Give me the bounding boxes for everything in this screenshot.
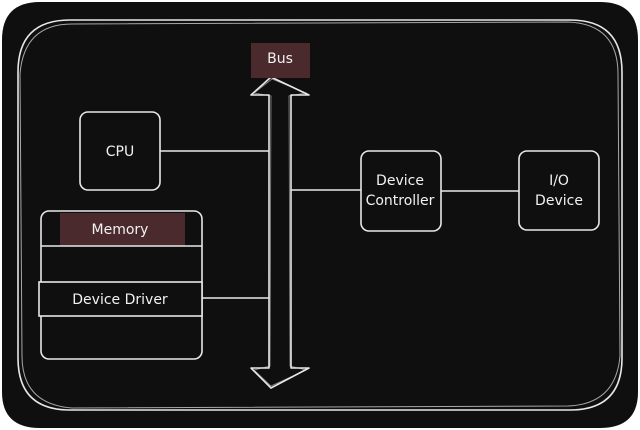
device-driver-label: Device Driver [72, 292, 168, 308]
device-driver-box [38, 281, 203, 317]
device-controller-box [360, 150, 442, 232]
io-device-label-line1: I/O [549, 173, 569, 189]
memory-label-highlight [60, 213, 185, 246]
bus-label: Bus [267, 51, 293, 67]
bus-label-highlight [251, 43, 310, 78]
system-frame-sketch [19, 21, 621, 409]
io-device-box [518, 150, 600, 231]
device-controller-label-line2: Controller [366, 193, 435, 209]
device-controller-label-line1: Device [376, 173, 424, 189]
memory-label: Memory [92, 222, 149, 238]
bus-arrow-sketch [253, 78, 308, 387]
bus-arrow [250, 76, 310, 389]
io-device-label-line2: Device [535, 193, 583, 209]
cpu-label: CPU [106, 144, 134, 160]
cpu-box [79, 111, 161, 191]
system-frame [17, 19, 623, 411]
